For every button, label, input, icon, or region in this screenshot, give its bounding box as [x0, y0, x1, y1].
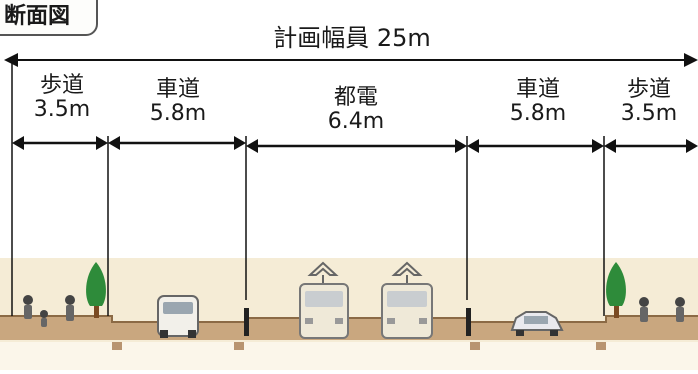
total-width-arrow — [4, 53, 698, 67]
section-name: 歩道 — [39, 73, 84, 98]
dimension-arrow-roadway-right — [467, 139, 604, 153]
pedestrian-icon — [639, 297, 649, 322]
section-label-roadway-left: 車道 5.8m — [118, 78, 238, 126]
pole-marker — [244, 308, 249, 336]
section-width: 5.8m — [149, 101, 207, 126]
tree-icon — [86, 262, 106, 318]
road-surface-top-edge — [0, 315, 698, 323]
ground-band-lower — [0, 342, 698, 370]
pedestrian-icon — [675, 297, 685, 322]
section-label-tram: 都電 6.4m — [296, 86, 416, 134]
pedestrian-icon — [23, 295, 48, 327]
section-width: 5.8m — [509, 101, 567, 126]
car-icon — [510, 311, 564, 336]
dimension-arrow-sidewalk-left — [12, 136, 108, 150]
pedestrian-icon — [65, 295, 75, 321]
dimension-arrow-sidewalk-right — [604, 139, 698, 153]
dimension-arrow-tram — [246, 139, 467, 153]
tram-icon — [299, 261, 349, 339]
bus-icon — [157, 295, 199, 338]
pole-marker — [466, 308, 471, 336]
curb-left-inner — [234, 342, 244, 350]
total-width-label: 計画幅員 25m — [273, 24, 431, 52]
section-name: 車道 — [155, 77, 200, 102]
dimension-arrow-roadway-left — [108, 136, 246, 150]
section-label-sidewalk-left: 歩道 3.5m — [18, 74, 106, 122]
curb-left-outer — [112, 342, 122, 350]
section-width: 6.4m — [327, 109, 385, 134]
section-width: 3.5m — [33, 97, 91, 122]
tree-icon — [606, 262, 626, 318]
section-width: 3.5m — [620, 101, 678, 126]
section-label-roadway-right: 車道 5.8m — [478, 78, 598, 126]
section-name: 車道 — [515, 77, 560, 102]
section-name: 歩道 — [626, 77, 671, 102]
tram-icon — [381, 261, 433, 339]
section-name: 都電 — [333, 85, 378, 110]
section-label-sidewalk-right: 歩道 3.5m — [604, 78, 694, 126]
curb-right-outer — [596, 342, 606, 350]
curb-right-inner — [470, 342, 480, 350]
section-tag: 断面図 — [0, 0, 98, 36]
